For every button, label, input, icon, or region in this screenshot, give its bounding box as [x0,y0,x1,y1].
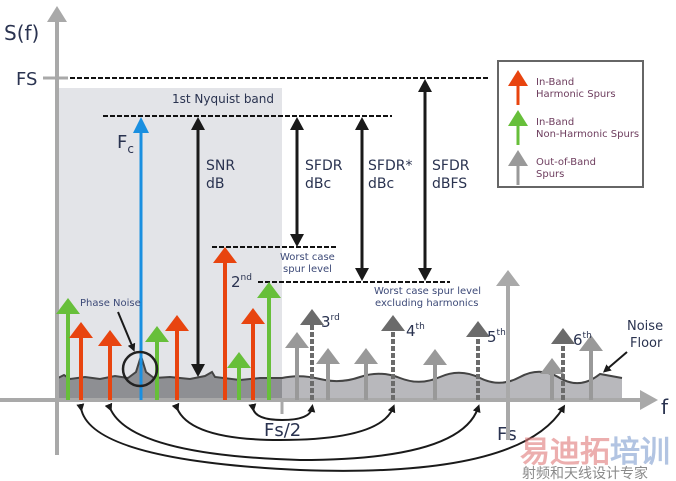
aliased-harmonic-3rd-head-icon [300,309,324,325]
harmonic-spur-head-icon [69,322,93,338]
phase-noise-circle [121,350,159,388]
alias-curve-5th [76,403,566,472]
x-axis-label: f [661,395,669,419]
carrier-label: Fc [117,132,134,156]
out-of-band-spur-head-icon [579,335,603,351]
harmonic-label-5: 5th [487,328,506,346]
spur-arrows [56,247,603,440]
nyquist-band [58,88,282,400]
aliased-harmonic-4th-head-icon [381,315,405,331]
y-axis-label: S(f) [4,21,39,45]
half-fs-label: Fs/2 [264,420,301,441]
non-harmonic-spur-head-icon [145,326,169,342]
carrier-arrowhead-icon [133,117,149,133]
aliased-harmonic-6th-head-icon [551,328,575,344]
harmonic-label-6: 6th [573,331,592,349]
sfdr-dbc-arrowhead-icon [290,117,304,247]
non-harmonic-spur-head-icon [257,282,281,298]
measure-arrows [191,79,432,377]
harmonic-spur-head-icon [165,315,189,331]
harmonic-spur-head-icon [241,308,265,324]
sfdr-star-label: SFDR*dBc [368,158,412,192]
legend-arrow-2-head-icon [508,150,528,166]
harmonic-label-3: 3rd [321,313,340,331]
x-axis-arrow-icon [640,390,658,410]
noise-floor-pointer [602,351,628,373]
out-of-band-spur-head-icon [354,348,378,364]
legend [508,70,528,185]
non-harmonic-spur-head-icon [56,298,80,314]
harmonic-label-4: 4th [406,322,425,340]
nyquist-band-label: 1st Nyquist band [172,92,274,106]
out-of-band-spur-head-icon [285,332,309,348]
watermark-line2: 射频和天线设计专家 [522,465,648,481]
out-of-band-spur-head-icon [423,349,447,365]
alias-curves [76,402,566,472]
harmonic-spur-head-icon [98,330,122,346]
alias-curve-3rd [171,402,396,442]
phase-noise-pointer [117,311,136,352]
phase-noise-label: Phase Noise [80,298,141,309]
out-of-band-spur-head-icon [540,358,564,374]
out-of-band-spur-head-icon [316,348,340,364]
alias-curve-4th [104,402,481,462]
aliased-harmonic-5th-head-icon [466,321,490,337]
y-axis-arrow-icon [47,6,67,22]
noise-floor-out-band [282,371,622,400]
fs-image-spur-head-icon [496,270,520,286]
non-harmonic-spur-head-icon [227,352,251,368]
harmonic-label-2: 2nd [231,273,252,291]
legend-arrow-0-head-icon [508,70,528,86]
fs-level-label: FS [16,69,37,90]
harmonic-spur-2nd-head-icon [213,247,237,263]
legend-arrow-1-head-icon [508,110,528,126]
watermark-line1: 易迪拓培训 [520,435,670,470]
alias-curve-2nd [248,403,316,422]
noise-floor-line [57,352,623,385]
